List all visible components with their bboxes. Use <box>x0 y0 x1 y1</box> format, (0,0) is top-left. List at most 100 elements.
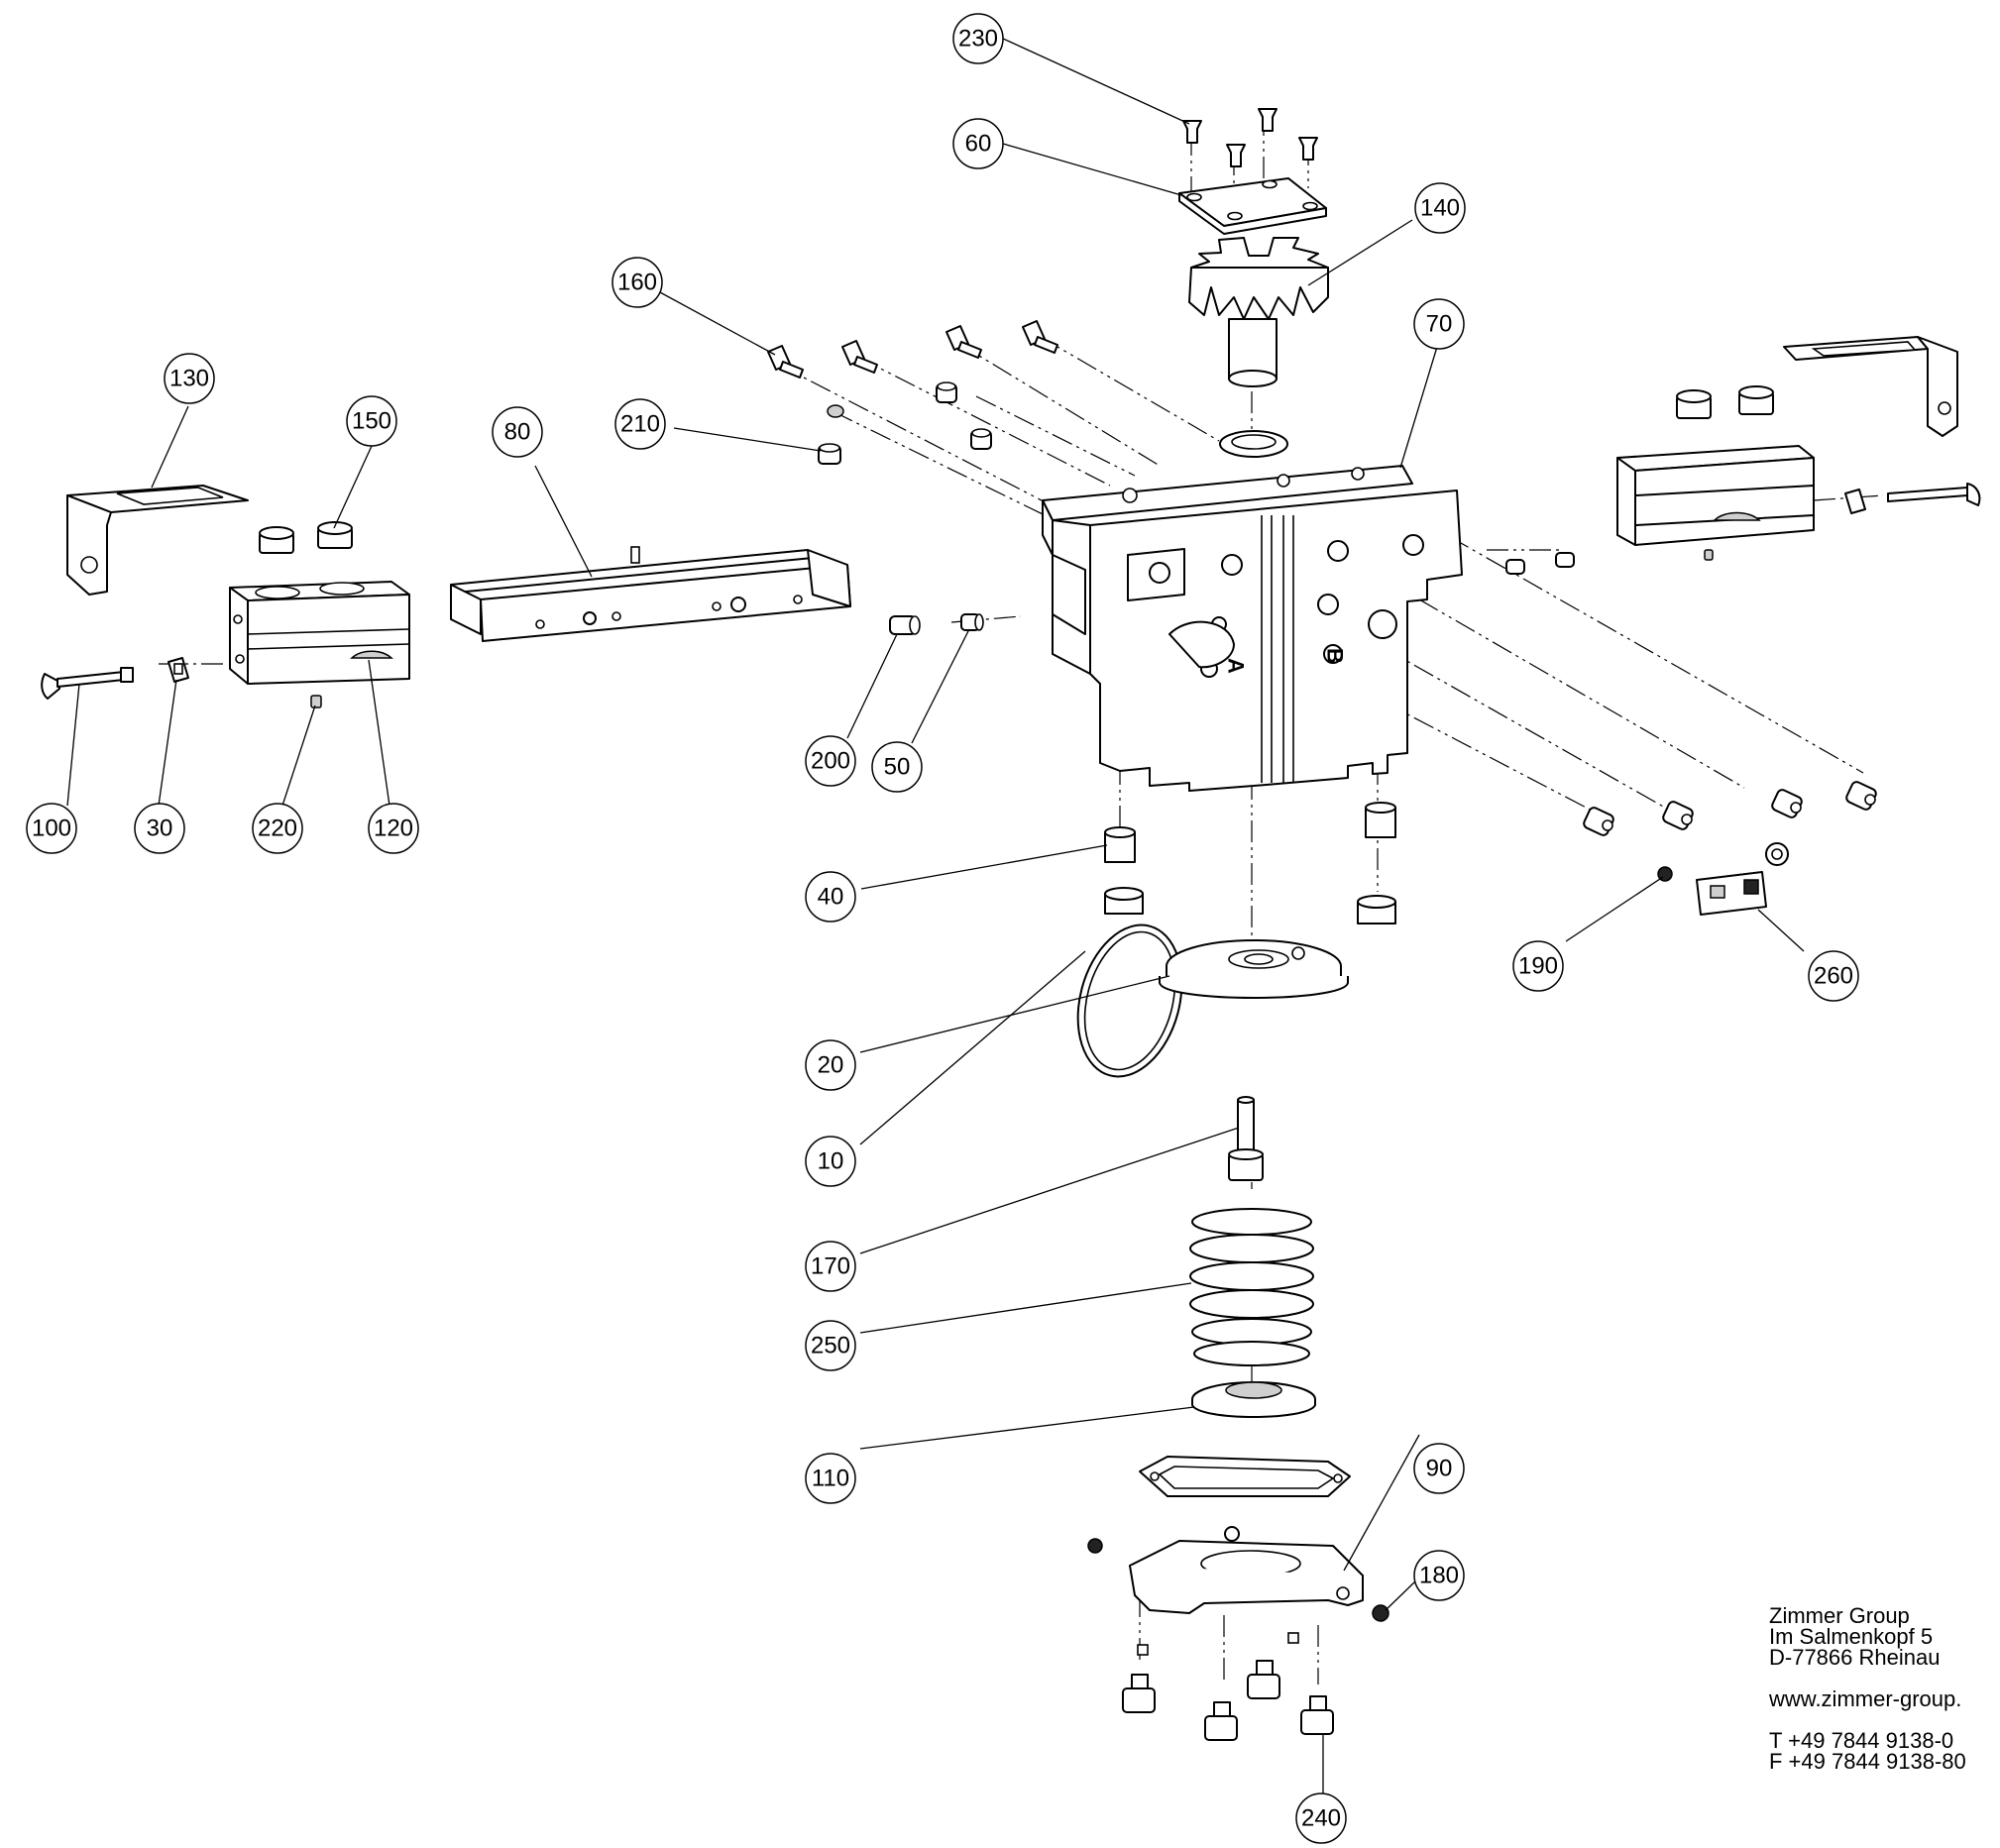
pin-50 <box>960 613 984 631</box>
screw-lr-e <box>1765 842 1789 866</box>
port-label-b: B <box>1323 648 1348 664</box>
bracket-130 <box>66 485 249 596</box>
svg-text:180: 180 <box>1419 1563 1459 1589</box>
svg-text:50: 50 <box>884 754 911 781</box>
callout-100: 100 <box>26 803 77 854</box>
callout-190: 190 <box>1512 940 1564 992</box>
slide-block-120 <box>229 581 410 685</box>
port-label-a: A <box>1224 658 1249 674</box>
screw-lr-d <box>1845 781 1877 811</box>
company-city: D-77866 Rheinau <box>1769 1645 1941 1670</box>
grub-220 <box>310 695 322 708</box>
callout-90: 90 <box>1413 1443 1465 1494</box>
callout-260: 260 <box>1808 950 1859 1002</box>
screw-lr-b <box>1662 801 1694 830</box>
screw-240-group <box>1122 1632 1334 1741</box>
grub-180 <box>1372 1604 1389 1622</box>
screw-160-b <box>841 340 878 374</box>
screws-lower-right <box>1583 781 1877 866</box>
o-ring-10 <box>1076 924 1183 1078</box>
seal-ring <box>1219 430 1288 458</box>
screw-160-d <box>1022 320 1058 354</box>
svg-text:130: 130 <box>169 366 209 392</box>
screw-160-a <box>767 345 804 379</box>
svg-text:150: 150 <box>352 408 391 435</box>
svg-text:200: 200 <box>811 748 850 775</box>
callout-30: 30 <box>134 803 185 854</box>
leader-lines <box>66 37 1805 1805</box>
svg-text:80: 80 <box>504 419 531 446</box>
spring-250 <box>1189 1208 1314 1366</box>
spring-plate-110 <box>1191 1381 1316 1418</box>
callout-160: 160 <box>611 257 663 308</box>
callout-120: 120 <box>368 803 419 854</box>
screw-160-group <box>767 320 1058 379</box>
company-phone: T +49 7844 9138-0 <box>1769 1728 1954 1753</box>
screw-230-d <box>1298 137 1318 161</box>
screw-240-d <box>1287 1632 1334 1735</box>
svg-text:220: 220 <box>258 815 297 842</box>
callout-170: 170 <box>805 1241 856 1292</box>
screw-240-b <box>1204 1701 1238 1741</box>
svg-text:170: 170 <box>811 1253 850 1280</box>
company-name: Zimmer Group <box>1769 1605 1910 1628</box>
callout-20: 20 <box>805 1039 856 1091</box>
callout-200: 200 <box>805 735 856 787</box>
bushing-200 <box>889 615 921 635</box>
bottom-cover-90 <box>1087 1526 1364 1614</box>
screw-lr-c <box>1771 789 1803 818</box>
company-fax: F +49 7844 9138-80 <box>1769 1749 1966 1773</box>
company-street: Im Salmenkopf 5 <box>1769 1624 1934 1649</box>
bushing-40-b <box>1365 802 1396 838</box>
callout-10: 10 <box>805 1136 856 1187</box>
housing-70: A B <box>1042 465 1463 792</box>
callout-40: 40 <box>805 871 856 923</box>
svg-text:260: 260 <box>1814 963 1853 990</box>
callout-110: 110 <box>805 1453 856 1504</box>
company-website: www.zimmer-group. <box>1769 1686 1962 1711</box>
svg-text:60: 60 <box>965 131 992 158</box>
plugs-right <box>1505 552 1575 575</box>
screw-230-group <box>1182 108 1318 167</box>
svg-text:160: 160 <box>617 270 657 296</box>
svg-text:210: 210 <box>620 411 660 438</box>
screw-100 <box>41 667 134 700</box>
insert-210-a <box>827 404 844 418</box>
nut-30 <box>167 657 189 683</box>
bushing-40-c <box>1104 887 1144 915</box>
cover-plate-60 <box>1178 177 1327 235</box>
svg-text:140: 140 <box>1420 195 1460 222</box>
callout-250: 250 <box>805 1320 856 1371</box>
pinion-140 <box>1188 237 1329 387</box>
right-slide-assembly <box>1616 336 1981 561</box>
guide-rail-80 <box>450 546 851 642</box>
svg-text:30: 30 <box>147 815 173 842</box>
center-axes <box>159 114 1884 1685</box>
svg-text:240: 240 <box>1301 1805 1341 1832</box>
piston-20 <box>1159 939 1349 999</box>
callout-70: 70 <box>1413 298 1465 350</box>
svg-text:250: 250 <box>811 1333 850 1359</box>
svg-text:40: 40 <box>818 884 844 911</box>
callout-210: 210 <box>614 398 666 450</box>
svg-text:70: 70 <box>1426 311 1453 338</box>
callout-80: 80 <box>492 406 543 458</box>
callout-50: 50 <box>871 741 923 793</box>
gasket <box>1139 1456 1351 1497</box>
screw-230-c <box>1226 144 1246 167</box>
svg-text:110: 110 <box>812 1466 849 1492</box>
screw-230-b <box>1258 108 1278 132</box>
screw-240-a <box>1122 1644 1156 1713</box>
svg-text:120: 120 <box>374 815 413 842</box>
svg-text:190: 190 <box>1518 953 1558 980</box>
screw-lr-a <box>1583 807 1614 836</box>
screw-230-a <box>1182 120 1202 144</box>
svg-text:10: 10 <box>818 1148 844 1175</box>
screw-170 <box>1228 1096 1264 1181</box>
svg-text:100: 100 <box>32 815 71 842</box>
callout-150: 150 <box>346 395 397 447</box>
svg-text:90: 90 <box>1426 1456 1453 1482</box>
bushing-150-group <box>259 521 353 554</box>
bushing-40-d <box>1357 895 1396 924</box>
